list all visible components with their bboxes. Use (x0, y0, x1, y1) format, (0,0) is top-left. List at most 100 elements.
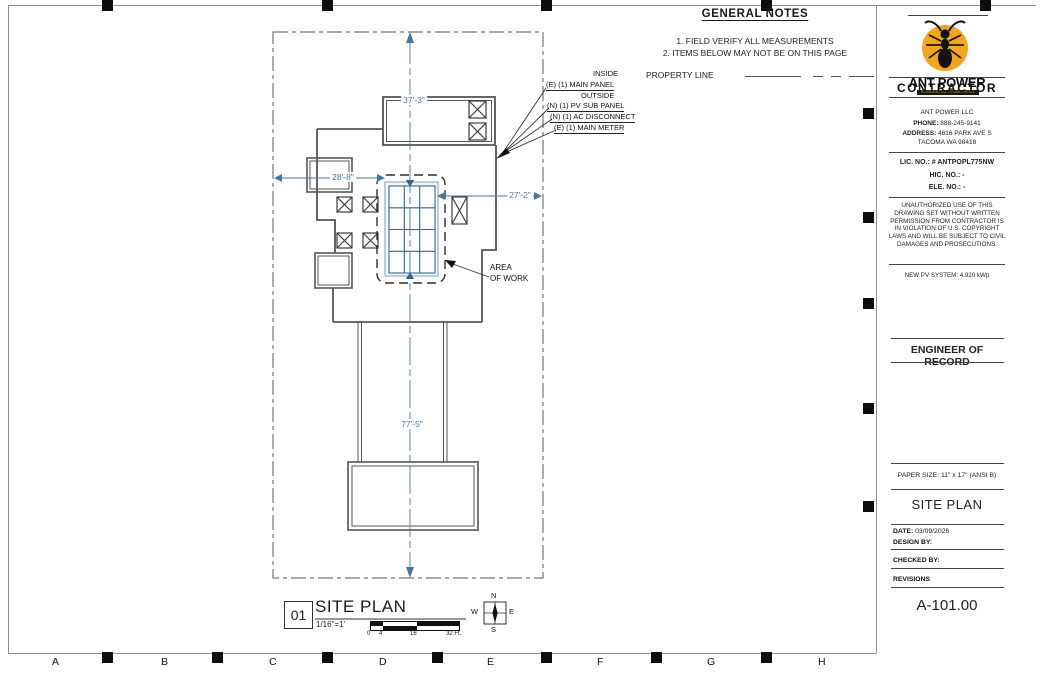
label-outside: OUTSIDE (581, 91, 615, 100)
sidebar-divider (889, 152, 1005, 153)
system-size: NEW PV SYSTEM: 4.920 kWp (904, 272, 990, 279)
sidebar-divider (891, 524, 1004, 525)
dimension-right: 27'-2" (507, 190, 533, 200)
paper-size: PAPER SIZE: 11" x 17" (ANSI B) (897, 472, 997, 479)
sheet-title: SITE PLAN (911, 497, 983, 512)
scale-bar-label: 0 (367, 631, 371, 637)
contractor-heading: CONTRACTOR (896, 81, 998, 95)
drawing-title: SITE PLAN (315, 597, 407, 616)
pv-array (376, 174, 446, 284)
tick-mark (212, 652, 223, 663)
copyright-disclaimer: UNAUTHORIZED USE OF THIS DRAWING SET WIT… (888, 202, 1006, 248)
scale-bar-label: 4 (379, 631, 383, 637)
dimension-left: 28'-8" (330, 172, 356, 182)
sidebar-divider (891, 568, 1004, 569)
tick-mark (761, 652, 772, 663)
tick-mark (863, 298, 874, 309)
logo-tagline: RESIDENTIAL COMMERCIAL ELECTRICAL (917, 90, 979, 95)
tick-mark (322, 0, 333, 11)
tick-mark (322, 652, 333, 663)
tick-mark (863, 403, 874, 414)
property-line-legend-label: PROPERTY LINE (646, 70, 714, 80)
compass-north: N (491, 591, 497, 600)
hic-number: HIC. NO.: - (929, 172, 965, 179)
date-field: DATE: 03/09/2026 (893, 528, 950, 535)
tick-mark (863, 212, 874, 223)
detail-number-box: 01 (284, 601, 313, 629)
grid-letter-a: A (52, 656, 60, 668)
sidebar-divider (908, 15, 988, 16)
dimension-top: 37'-3" (401, 95, 427, 105)
grid-letter-h: H (818, 656, 826, 668)
grid-letter-g: G (707, 656, 716, 668)
sidebar-divider (891, 338, 1004, 339)
scale-bar-label: 16 (410, 631, 417, 637)
grid-letter-b: B (161, 656, 169, 668)
tick-mark (432, 652, 443, 663)
dimension-bottom: 77'-5" (399, 419, 425, 429)
sheet-number: A-101.00 (916, 597, 978, 614)
centerline (406, 32, 414, 578)
tick-mark (541, 652, 552, 663)
tick-mark (761, 0, 772, 11)
logo-company-name: ANT POWER (908, 75, 986, 90)
skylight-boxes (336, 100, 487, 249)
sidebar-divider (889, 197, 1005, 198)
tick-mark (863, 501, 874, 512)
border-top (8, 5, 1036, 6)
grid-letter-c: C (269, 656, 277, 668)
label-main-panel: (E) (1) MAIN PANEL (546, 80, 615, 91)
property-line (272, 31, 544, 579)
grid-letter-f: F (597, 656, 604, 668)
label-main-meter: (E) (1) MAIN METER (554, 123, 625, 134)
license-number: LIC. NO.: # ANTPOPL775NW (899, 159, 995, 166)
label-pv-sub-panel: (N) (1) PV SUB PANEL (547, 101, 625, 112)
property-line-legend-sample (831, 76, 841, 77)
sidebar-divider (891, 463, 1004, 464)
label-inside: INSIDE (593, 69, 619, 78)
area-of-work-label: AREA OF WORK (490, 263, 529, 283)
general-note-1: 1. FIELD VERIFY ALL MEASUREMENTS (676, 36, 834, 46)
ant-power-logo (922, 20, 968, 71)
drawing-scale: 1/16"=1' (316, 620, 346, 629)
contractor-city: TACOMA WA 98418 (917, 139, 977, 146)
general-note-2: 2. ITEMS BELOW MAY NOT BE ON THIS PAGE (662, 48, 848, 58)
revisions-heading: REVISIONS (893, 576, 931, 583)
sidebar-divider (891, 587, 1004, 588)
property-line-legend-sample (745, 76, 801, 77)
tick-mark (651, 652, 662, 663)
contractor-address: ADDRESS: 4616 PARK AVE S (902, 130, 992, 137)
scale-bar-label: 32 Ft. (446, 631, 462, 637)
compass-south: S (491, 625, 497, 634)
compass-east: E (509, 607, 515, 616)
grid-letter-e: E (487, 656, 495, 668)
compass-west: W (471, 607, 479, 616)
equipment-leaders (496, 87, 557, 159)
sidebar-divider (891, 489, 1004, 490)
sidebar-divider (891, 549, 1004, 550)
tick-mark (980, 0, 991, 11)
tick-mark (541, 0, 552, 11)
sidebar-divider (889, 77, 1005, 78)
design-by-field: DESIGN BY: (893, 539, 933, 546)
border-titleblock (876, 5, 877, 653)
property-line-legend-sample (849, 76, 874, 77)
checked-by-field: CHECKED BY: (893, 557, 940, 564)
engineer-heading: ENGINEER OF RECORD (910, 344, 984, 368)
area-of-work-leader (445, 260, 490, 278)
label-ac-disconnect: (N) (1) AC DISCONNECT (550, 112, 636, 123)
sidebar-divider (889, 97, 1005, 98)
compass-icon (483, 601, 507, 625)
border-left (8, 5, 9, 653)
contractor-phone: PHONE: 888-245-9141 (913, 120, 981, 127)
grid-letter-d: D (379, 656, 387, 668)
contractor-company: ANT POWER LLC (920, 109, 974, 116)
tick-mark (863, 108, 874, 119)
tick-mark (102, 652, 113, 663)
general-notes-title: GENERAL NOTES (701, 8, 809, 20)
sidebar-divider (891, 362, 1004, 363)
sidebar-divider (889, 264, 1005, 265)
scale-bar (370, 621, 460, 631)
